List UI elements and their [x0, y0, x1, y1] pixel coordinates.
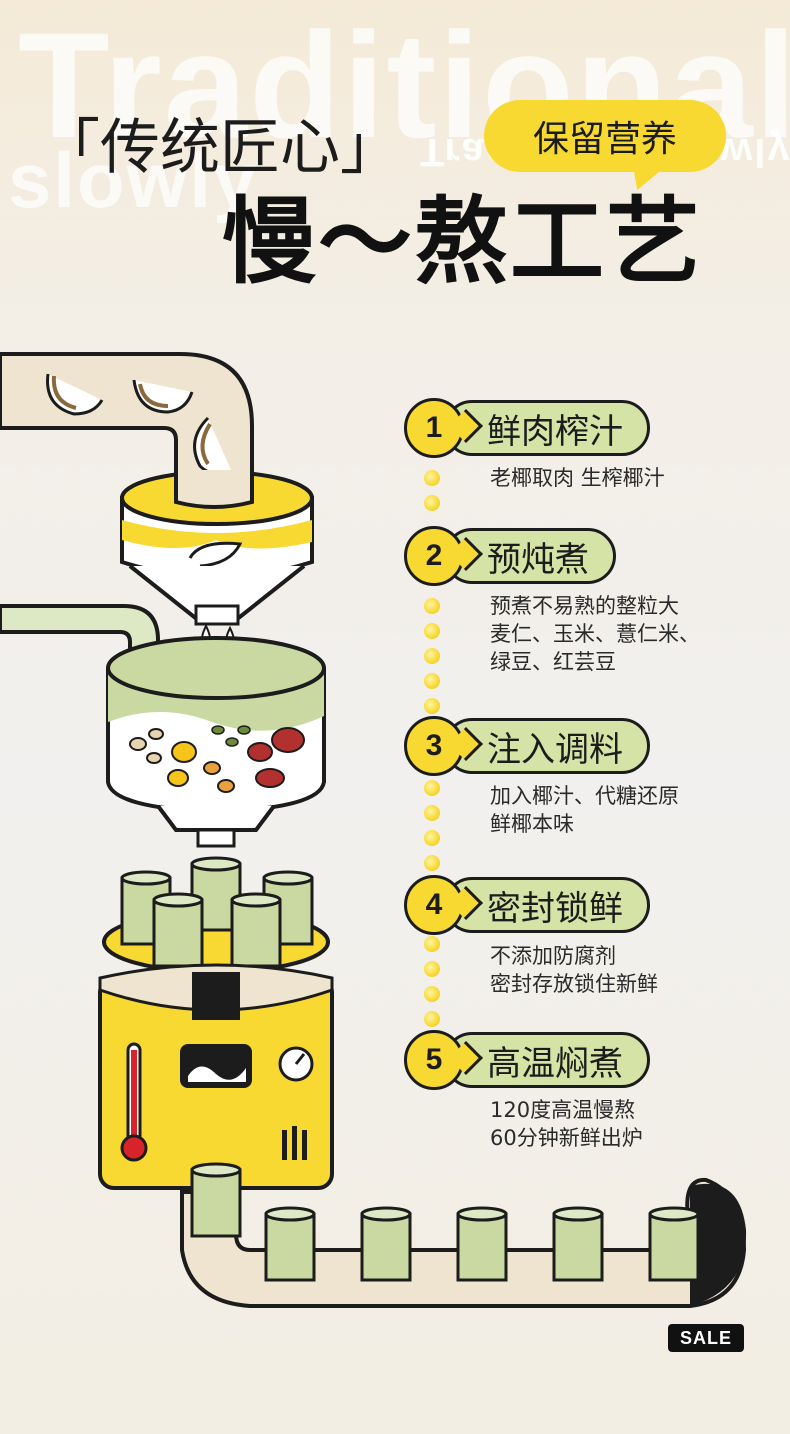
step-description: 老椰取肉 生榨椰汁 [490, 464, 665, 492]
background-word-slowly: slowly [8, 136, 259, 224]
connector-dot [424, 673, 440, 689]
connector-dot [424, 648, 440, 664]
gauge-icon [278, 1046, 314, 1082]
connector-dot [424, 495, 440, 511]
step-description-line: 加入椰汁、代糖还原 [490, 784, 679, 808]
step-description-line: 预煮不易熟的整粒大 [490, 594, 679, 618]
sale-tag: SALE [668, 1324, 744, 1352]
coconut-slice-icon [46, 373, 104, 416]
connector-dot [424, 936, 440, 952]
bean-icon [129, 725, 305, 793]
connector-dot [424, 623, 440, 639]
coconut-pipe [0, 352, 254, 502]
step-number: 2 [404, 526, 464, 586]
nutrition-badge: 保留营养 [486, 102, 724, 170]
badge-tail [623, 164, 669, 190]
thermometer-icon [120, 1042, 148, 1162]
step-description-line: 120度高温慢熬 [490, 1098, 636, 1122]
coconut-slice-icon [193, 416, 233, 476]
connector-dot [424, 805, 440, 821]
production-machine-illustration [0, 352, 747, 1308]
conveyor-belt [180, 1162, 747, 1308]
step-description: 不添加防腐剂 密封存放锁住新鲜 [490, 942, 658, 998]
connector-dot [424, 986, 440, 1002]
step-title: 预炖煮 [444, 528, 616, 584]
coconut-slice-icon [132, 379, 194, 414]
connector-dot [424, 855, 440, 871]
step-description-line: 麦仁、玉米、薏仁米、 [490, 622, 700, 646]
connector-dot [424, 470, 440, 486]
connector-dot [424, 698, 440, 714]
step-description: 加入椰汁、代糖还原 鲜椰本味 [490, 782, 679, 838]
vent-icon [282, 1126, 307, 1160]
connector-dot [424, 1011, 440, 1027]
step-description-line: 不添加防腐剂 [490, 944, 616, 968]
can-tray [102, 856, 330, 974]
step-description: 预煮不易熟的整粒大 麦仁、玉米、薏仁米、 绿豆、红芸豆 [490, 592, 700, 676]
step-title: 高温焖煮 [444, 1032, 650, 1088]
cooker-machine [98, 963, 334, 1190]
connector-dot [424, 961, 440, 977]
step-description-line: 密封存放锁住新鲜 [490, 972, 658, 996]
connector-dot [424, 830, 440, 846]
juicer-bowl [120, 470, 314, 626]
step-description-line: 60分钟新鲜出炉 [490, 1126, 643, 1150]
step-description-line: 绿豆、红芸豆 [490, 650, 616, 674]
can-icon [120, 856, 314, 968]
can-icon [190, 1162, 700, 1282]
title-slow-cooking: 慢～熬工艺 [222, 188, 703, 297]
step-description-line: 老椰取肉 生榨椰汁 [490, 466, 665, 490]
connector-dot [424, 598, 440, 614]
title-craftsmanship: 「传统匠心」 [40, 113, 400, 183]
step-description: 120度高温慢熬 60分钟新鲜出炉 [490, 1096, 643, 1152]
mixing-tank [106, 636, 326, 848]
step-description-line: 鲜椰本味 [490, 812, 574, 836]
connector-dot [424, 780, 440, 796]
